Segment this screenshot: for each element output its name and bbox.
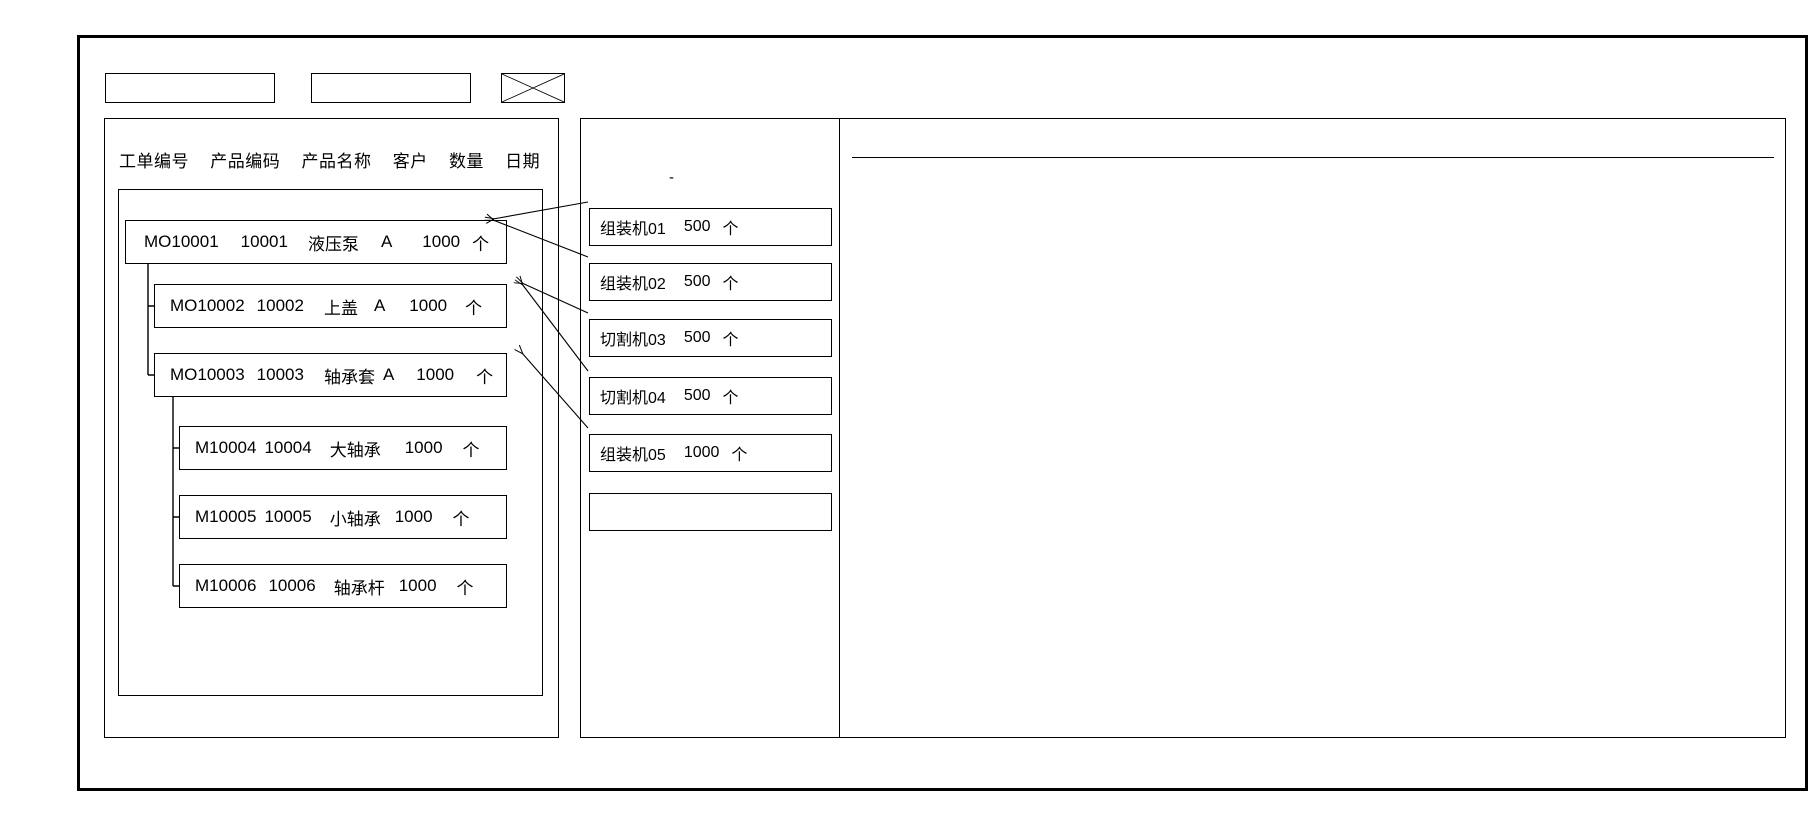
row-order-no: MO10002: [170, 296, 245, 315]
list-item[interactable]: 组装机02 500 个: [589, 263, 832, 301]
row-product-name: 液压泵: [307, 234, 359, 254]
row-qty: 1000: [394, 507, 433, 526]
machine-name: 切割机04: [600, 390, 666, 407]
table-row[interactable]: MO10002 10002 上盖 A 1000 个: [154, 284, 507, 328]
row-unit: 个: [462, 440, 480, 460]
row-product-code: 10002: [256, 296, 304, 315]
machine-qty: 1000: [683, 444, 720, 461]
machine-unit: 个: [722, 276, 739, 293]
cross-box-icon: [502, 74, 564, 102]
list-item[interactable]: 切割机03 500 个: [589, 319, 832, 357]
list-item[interactable]: 切割机04 500 个: [589, 377, 832, 415]
table-row[interactable]: MO10003 10003 轴承套 A 1000 个: [154, 353, 507, 397]
row-order-no: M10006: [195, 576, 257, 595]
list-item-empty[interactable]: [589, 493, 832, 531]
row-product-code: 10006: [268, 576, 316, 595]
table-row[interactable]: M10006 10006 轴承杆 1000 个: [179, 564, 507, 608]
row-customer: A: [382, 365, 395, 384]
machine-qty: 500: [683, 273, 711, 290]
row-product-code: 10004: [264, 438, 312, 457]
row-product-name: 上盖: [323, 298, 358, 318]
row-product-name: 轴承套: [323, 367, 375, 387]
column-header-date: 日期: [505, 152, 541, 171]
application-window: 工单编号 产品编码 产品名称 客户 数量 日期 MO10001 10001 液压…: [77, 35, 1808, 791]
table-row[interactable]: M10004 10004 大轴承 1000 个: [179, 426, 507, 470]
row-order-no: M10004: [195, 438, 257, 457]
row-product-name: 小轴承: [329, 509, 381, 529]
machine-qty: 500: [683, 387, 711, 404]
toolbar-field-1[interactable]: [105, 73, 275, 103]
machine-name: 切割机03: [600, 332, 666, 349]
list-item[interactable]: 组装机01 500 个: [589, 208, 832, 246]
panel-marker: -: [669, 169, 674, 186]
work-order-tree: MO10001 10001 液压泵 A 1000 个 MO10002 10002…: [118, 189, 543, 696]
column-header-product-code: 产品编码: [210, 152, 281, 171]
machine-unit: 个: [722, 332, 739, 349]
machine-unit: 个: [722, 390, 739, 407]
machine-unit: 个: [731, 447, 748, 464]
row-qty: 1000: [404, 438, 443, 457]
row-customer: A: [373, 296, 386, 315]
work-order-panel: 工单编号 产品编码 产品名称 客户 数量 日期 MO10001 10001 液压…: [104, 118, 559, 738]
row-product-code: 10005: [264, 507, 312, 526]
row-qty: 1000: [416, 365, 455, 384]
column-header-order-no: 工单编号: [119, 152, 189, 171]
machine-name: 组装机05: [600, 447, 666, 464]
machine-name: 组装机01: [600, 221, 666, 238]
column-header-customer: 客户: [392, 152, 428, 171]
row-order-no: MO10001: [144, 232, 219, 251]
machine-allocation-panel: - 组装机01 500 个 组装机02 500 个 切割机03 500 个 切割…: [580, 118, 840, 738]
column-header-row: 工单编号 产品编码 产品名称 客户 数量 日期: [119, 147, 540, 172]
row-unit: 个: [476, 367, 494, 387]
row-unit: 个: [456, 578, 474, 598]
placeholder-image-icon[interactable]: [501, 73, 565, 103]
machine-qty: 500: [683, 218, 711, 235]
machine-unit: 个: [722, 221, 739, 238]
list-item[interactable]: 组装机05 1000 个: [589, 434, 832, 472]
row-unit: 个: [472, 234, 490, 254]
machine-name: 组装机02: [600, 276, 666, 293]
row-order-no: M10005: [195, 507, 257, 526]
table-row[interactable]: M10005 10005 小轴承 1000 个: [179, 495, 507, 539]
row-customer: A: [380, 232, 393, 251]
detail-panel-header: [852, 121, 1774, 157]
row-qty: 1000: [409, 296, 448, 315]
table-row[interactable]: MO10001 10001 液压泵 A 1000 个: [125, 220, 507, 264]
divider: [852, 157, 1774, 158]
row-qty: 1000: [422, 232, 461, 251]
machine-qty: 500: [683, 329, 711, 346]
toolbar-field-2[interactable]: [311, 73, 471, 103]
row-product-name: 轴承杆: [333, 578, 385, 598]
row-qty: 1000: [398, 576, 437, 595]
detail-panel: [840, 118, 1786, 738]
column-header-product-name: 产品名称: [301, 152, 372, 171]
row-unit: 个: [465, 298, 483, 318]
row-order-no: MO10003: [170, 365, 245, 384]
row-product-code: 10001: [240, 232, 288, 251]
row-unit: 个: [452, 509, 470, 529]
row-product-name: 大轴承: [329, 440, 381, 460]
column-header-qty: 数量: [448, 152, 484, 171]
row-product-code: 10003: [256, 365, 304, 384]
